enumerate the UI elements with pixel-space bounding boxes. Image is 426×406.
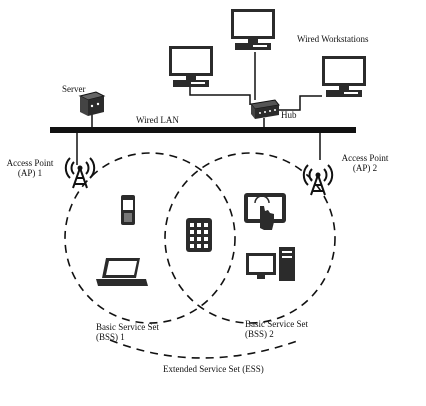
hub-icon: [250, 99, 280, 119]
bss2-label-line2: (BSS) 2: [245, 329, 274, 339]
antenna-icon: [64, 157, 96, 189]
bss2-label: Basic Service Set (BSS) 2: [245, 319, 308, 339]
bss2-label-line1: Basic Service Set: [245, 319, 308, 329]
laptop-icon: [96, 258, 148, 286]
server-icon: [78, 91, 106, 116]
bss1-label-line2: (BSS) 1: [96, 332, 125, 342]
ap1-label: Access Point (AP) 1: [0, 158, 60, 178]
ess-label: Extended Service Set (ESS): [163, 364, 264, 374]
tablet-icon: [186, 218, 212, 252]
bss2-boundary: [164, 152, 336, 324]
ap2-label-line1: Access Point: [341, 153, 389, 163]
ap2-label: Access Point (AP) 2: [334, 153, 396, 173]
ap1-label-line2: (AP) 1: [17, 168, 43, 178]
server-label: Server: [62, 84, 86, 94]
antenna-icon: [302, 164, 334, 196]
bss1-label-line1: Basic Service Set: [96, 322, 159, 332]
ap2-label-line2: (AP) 2: [352, 163, 378, 173]
ap1-label-line1: Access Point: [6, 158, 54, 168]
bss1-label: Basic Service Set (BSS) 1: [96, 322, 159, 342]
bss1-boundary: [64, 152, 236, 324]
monitor-icon: [322, 56, 366, 97]
wired-lan-bus: [50, 127, 356, 133]
wired-workstations-label: Wired Workstations: [297, 34, 369, 44]
wired-lan-label: Wired LAN: [136, 115, 179, 125]
hub-label: Hub: [281, 110, 297, 120]
mobile-phone-icon: [121, 195, 135, 225]
tablet-icon: [244, 193, 286, 230]
ess-boundary: [109, 339, 301, 359]
monitor-icon: [231, 9, 275, 50]
desktop-computer-icon: [246, 247, 295, 281]
monitor-icon: [169, 46, 213, 87]
